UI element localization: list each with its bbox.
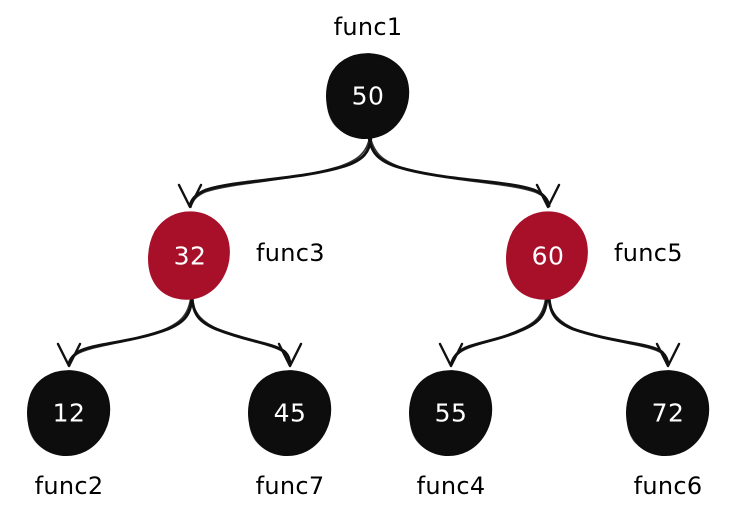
edge-stroke [188,135,373,208]
edge-stroke [450,295,547,367]
node-circle [326,53,409,139]
node-value: 12 [53,399,86,428]
edge-stroke [369,135,549,208]
edge-stroke [547,295,669,367]
edge-arrowhead-icon [655,342,681,368]
edge-arrowhead-icon [56,342,82,368]
tree-edge [438,295,549,368]
tree-edge [190,295,303,368]
node-function-label-func5: func5 [614,239,683,267]
tree-node-50[interactable]: 50 [326,53,410,140]
tree-node-55[interactable]: 55 [409,370,493,457]
tree-node-12[interactable]: 12 [27,370,111,457]
nodes-layer: 50 32 60 12 45 55 72 [27,53,710,457]
edge-stroke [68,295,192,367]
edge-arrowhead-icon [277,342,303,368]
node-function-label-func7: func7 [256,472,325,500]
node-circle [507,212,588,300]
edge-stroke [367,135,551,208]
node-function-label-func6: func6 [634,472,703,500]
node-value: 72 [652,399,685,428]
node-circle [409,370,492,456]
node-circle [248,370,331,456]
edges-layer [56,135,681,368]
tree-edge [367,135,561,209]
node-value: 32 [174,242,207,271]
edge-arrowhead-icon [535,183,561,209]
node-value: 60 [532,242,565,271]
tree-node-45[interactable]: 45 [248,370,332,457]
node-circle [149,212,230,300]
edge-stroke [449,295,549,367]
node-value: 50 [352,82,385,111]
node-circle [27,370,110,456]
tree-node-32[interactable]: 32 [148,211,230,300]
tree-edge [547,295,681,368]
node-function-label-func4: func4 [417,472,486,500]
node-function-label-func1: func1 [334,13,403,41]
tree-node-72[interactable]: 72 [626,370,710,457]
edge-stroke [190,135,371,208]
tree-node-60[interactable]: 60 [506,211,588,300]
node-circle [626,370,709,456]
node-value: 55 [435,399,468,428]
edge-stroke [190,295,292,367]
edge-stroke [547,295,670,367]
node-function-label-func2: func2 [35,472,104,500]
node-function-label-func3: func3 [256,239,325,267]
edge-stroke [190,295,292,367]
tree-edge [56,295,194,368]
labels-layer: func1 func3 func5 func2 func7 func4 func6 [35,13,703,500]
tree-edge [177,135,373,209]
node-value: 45 [274,399,307,428]
edge-arrowhead-icon [177,183,203,209]
edge-stroke [67,295,194,367]
edge-arrowhead-icon [438,342,464,368]
